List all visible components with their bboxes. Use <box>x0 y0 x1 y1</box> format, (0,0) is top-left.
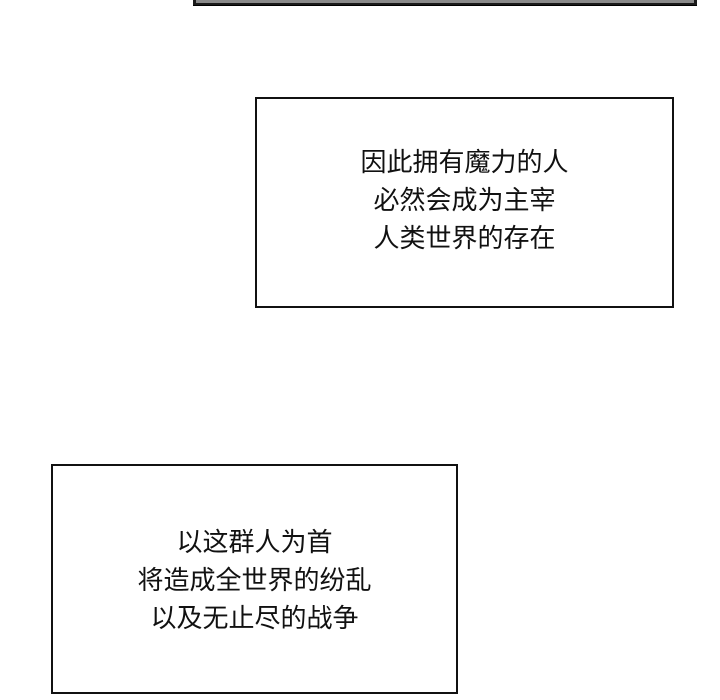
caption-text-2: 以这群人为首 将造成全世界的纷乱 以及无止尽的战争 <box>137 524 371 638</box>
caption-text-1: 因此拥有魔力的人 必然会成为主宰 人类世界的存在 <box>360 144 568 258</box>
previous-panel-edge <box>193 0 697 6</box>
caption-line: 以及无止尽的战争 <box>150 604 359 634</box>
caption-line: 必然会成为主宰 <box>373 185 556 216</box>
panel-art-strip <box>196 0 694 3</box>
caption-box-2: 以这群人为首 将造成全世界的纷乱 以及无止尽的战争 <box>51 464 458 694</box>
caption-line: 人类世界的存在 <box>373 223 556 254</box>
caption-line: 将造成全世界的纷乱 <box>137 566 372 596</box>
caption-line: 以这群人为首 <box>176 528 333 558</box>
caption-line: 因此拥有魔力的人 <box>360 147 569 178</box>
caption-box-1: 因此拥有魔力的人 必然会成为主宰 人类世界的存在 <box>255 97 674 308</box>
